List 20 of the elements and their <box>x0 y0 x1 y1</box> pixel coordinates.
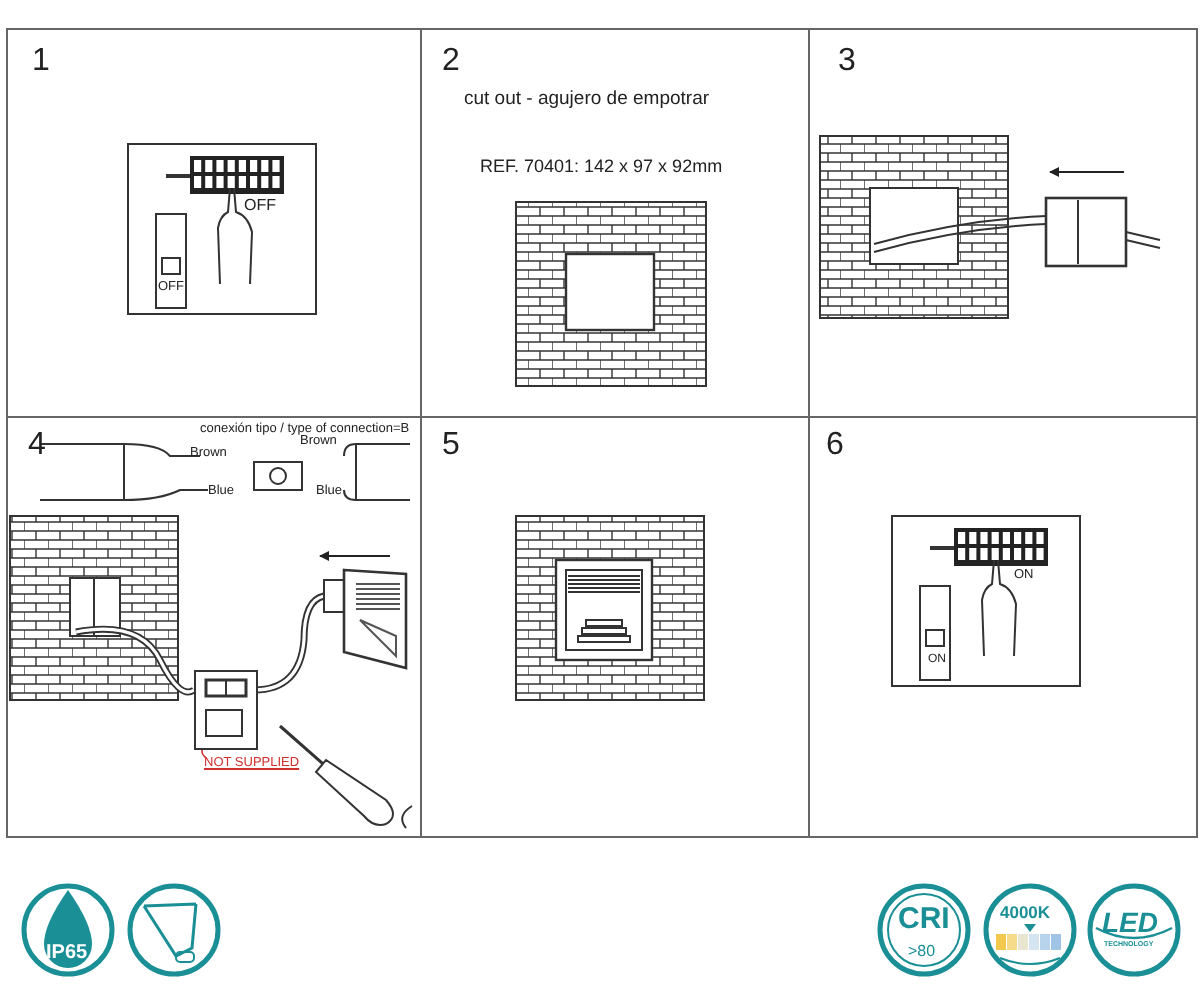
step-number: 5 <box>442 430 460 462</box>
step-number: 2 <box>442 46 460 78</box>
step-panel <box>6 28 422 418</box>
step-number: 4 <box>28 430 46 462</box>
step-number: 3 <box>838 46 856 78</box>
instruction-text: cut out - agujero de empotrar <box>464 90 710 109</box>
rating-text: LED <box>1102 908 1158 936</box>
rating-text: CRI <box>898 904 950 934</box>
junction-box <box>194 670 258 750</box>
step-panel <box>808 416 1198 838</box>
rating-text: 4000K <box>1000 904 1051 921</box>
switch-label: OFF <box>244 198 276 214</box>
step-panel <box>6 416 422 838</box>
step-number: 6 <box>826 430 844 462</box>
rating-text: >80 <box>908 944 936 960</box>
step-panel <box>808 28 1198 418</box>
step-number: 1 <box>32 46 50 78</box>
rating-text: IP65 <box>46 944 88 964</box>
leader-line <box>201 749 207 759</box>
instruction-text: REF. 70401: 142 x 97 x 92mm <box>480 158 723 176</box>
